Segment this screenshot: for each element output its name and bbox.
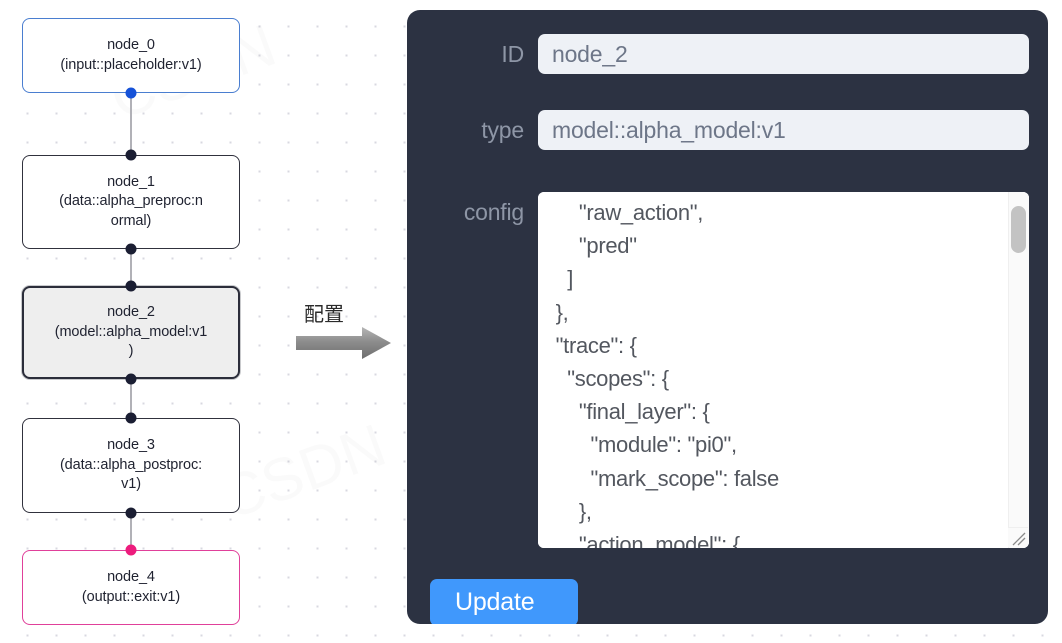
node-handle-target-node_1[interactable] bbox=[125, 149, 137, 161]
edge-node0-node1 bbox=[130, 93, 132, 155]
config-scrollbar-thumb[interactable] bbox=[1011, 206, 1026, 253]
edge-node2-node3 bbox=[130, 379, 132, 418]
annotation-label: 配置 bbox=[304, 302, 344, 326]
field-row-type: type bbox=[430, 110, 1029, 150]
graph-node-label: node_2 (model::alpha_model:v1 ) bbox=[54, 304, 208, 360]
config-textarea[interactable]: "raw_action", "pred" ] }, "trace": { "sc… bbox=[538, 192, 1029, 548]
edge-node3-node4 bbox=[130, 513, 132, 550]
graph-node-node_1[interactable]: node_1 (data::alpha_preproc:n ormal) bbox=[22, 155, 240, 249]
id-field-label: ID bbox=[501, 41, 524, 67]
config-scrollbar[interactable] bbox=[1008, 192, 1029, 548]
config-editor[interactable]: "raw_action", "pred" ] }, "trace": { "sc… bbox=[538, 192, 1029, 548]
node-handle-source-node_1[interactable] bbox=[125, 243, 137, 255]
graph-node-node_3[interactable]: node_3 (data::alpha_postproc: v1) bbox=[22, 418, 240, 513]
resize-handle-icon[interactable] bbox=[1008, 527, 1028, 547]
node-handle-target-node_4[interactable] bbox=[125, 544, 137, 556]
config-field-label: config bbox=[463, 199, 524, 225]
annotation-group: 配置 bbox=[296, 298, 400, 360]
graph-node-label: node_1 (data::alpha_preproc:n ormal) bbox=[59, 173, 203, 229]
node-handle-source-node_3[interactable] bbox=[125, 507, 137, 519]
node-handle-source-node_2[interactable] bbox=[125, 373, 137, 385]
node-handle-target-node_2[interactable] bbox=[125, 280, 137, 292]
field-row-id: ID bbox=[430, 34, 1029, 74]
right-arrow-icon bbox=[296, 327, 391, 359]
id-input[interactable] bbox=[538, 34, 1029, 74]
edge-node1-node2 bbox=[130, 249, 132, 286]
graph-node-label: node_0 (input::placeholder:v1) bbox=[60, 37, 202, 73]
graph-node-node_4[interactable]: node_4 (output::exit:v1) bbox=[22, 550, 240, 625]
graph-node-label: node_3 (data::alpha_postproc: v1) bbox=[59, 437, 203, 493]
graph-node-label: node_4 (output::exit:v1) bbox=[81, 569, 181, 605]
node-handle-source-node_0[interactable] bbox=[125, 87, 137, 99]
update-button[interactable]: Update bbox=[430, 579, 578, 624]
graph-node-node_2[interactable]: node_2 (model::alpha_model:v1 ) bbox=[22, 286, 240, 379]
type-field-label: type bbox=[481, 117, 524, 143]
type-input[interactable] bbox=[538, 110, 1029, 150]
field-row-config: config "raw_action", "pred" ] }, "trace"… bbox=[430, 192, 1029, 548]
node-inspector-panel: ID type config "raw_action", "pred" ] },… bbox=[407, 10, 1048, 624]
graph-node-node_0[interactable]: node_0 (input::placeholder:v1) bbox=[22, 18, 240, 93]
node-handle-target-node_3[interactable] bbox=[125, 412, 137, 424]
